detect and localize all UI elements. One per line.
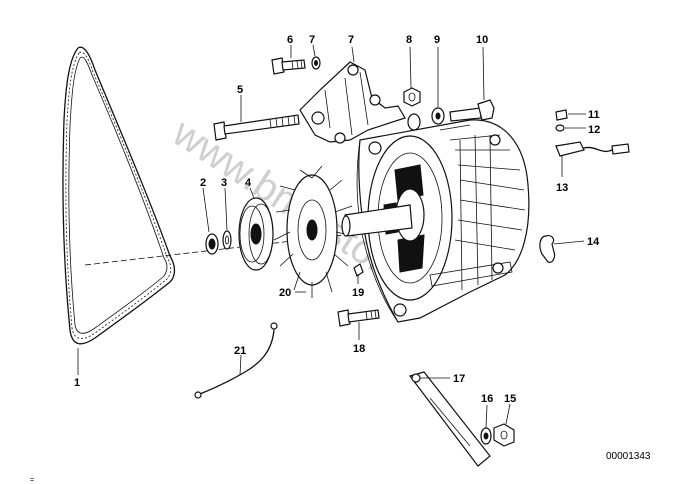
leader-lines — [77, 44, 586, 429]
washer-on-bracket — [407, 113, 421, 131]
callout-18: 18 — [353, 343, 365, 355]
pulley-nut-part — [205, 233, 219, 255]
callout-1: 1 — [74, 377, 80, 389]
bolt-right-part — [449, 99, 495, 122]
callout-5: 5 — [237, 84, 243, 96]
callout-4: 4 — [245, 177, 252, 189]
cable-clip-part — [539, 235, 556, 263]
callout-13: 13 — [556, 182, 568, 194]
callout-21: 21 — [234, 345, 246, 357]
woodruff-key-part — [353, 263, 364, 277]
alternator-body — [341, 119, 530, 323]
callout-11: 11 — [588, 109, 600, 121]
callout-2: 2 — [200, 177, 206, 189]
callout-7-left: 7 — [309, 34, 315, 46]
callout-6: 6 — [287, 34, 293, 46]
callout-labels: 1 2 3 4 5 6 7 7 8 9 10 11 12 13 14 15 16… — [74, 34, 600, 405]
nut-top-part — [403, 87, 421, 107]
ground-cable-part — [194, 322, 278, 399]
callout-10: 10 — [476, 34, 488, 46]
strap-washer-part — [480, 427, 492, 445]
washer-top-right-part — [431, 107, 445, 125]
tension-strap-part — [408, 371, 491, 467]
corner-mark: = — [30, 477, 34, 484]
callout-19: 19 — [352, 287, 364, 299]
washer-top-left-part — [311, 56, 321, 70]
pulley-washer-part — [222, 230, 232, 250]
callout-9: 8 — [406, 34, 412, 46]
bolt-lower-part — [337, 309, 380, 327]
callout-12: 12 — [588, 124, 600, 136]
short-bolt-top-part — [271, 57, 306, 75]
pulley-part — [238, 197, 274, 271]
callout-3: 3 — [221, 177, 227, 189]
callout-8: 7 — [348, 34, 354, 46]
diagram-reference-number: 00001343 — [606, 451, 651, 462]
v-belt-part — [62, 46, 176, 345]
callout-20: 20 — [279, 287, 291, 299]
callout-14: 14 — [587, 236, 600, 248]
long-bolt-part — [213, 114, 300, 141]
callout-7-right: 9 — [434, 34, 440, 46]
mounting-bracket-part — [299, 61, 406, 144]
callout-17: 17 — [453, 373, 465, 385]
connector-lead-part — [555, 141, 630, 157]
callout-16: 16 — [481, 393, 493, 405]
terminal-washer-part — [555, 124, 565, 132]
strap-nut-part — [493, 423, 515, 447]
fan-part — [273, 165, 355, 298]
terminal-screw-part — [555, 109, 568, 121]
callout-15: 15 — [504, 393, 516, 405]
